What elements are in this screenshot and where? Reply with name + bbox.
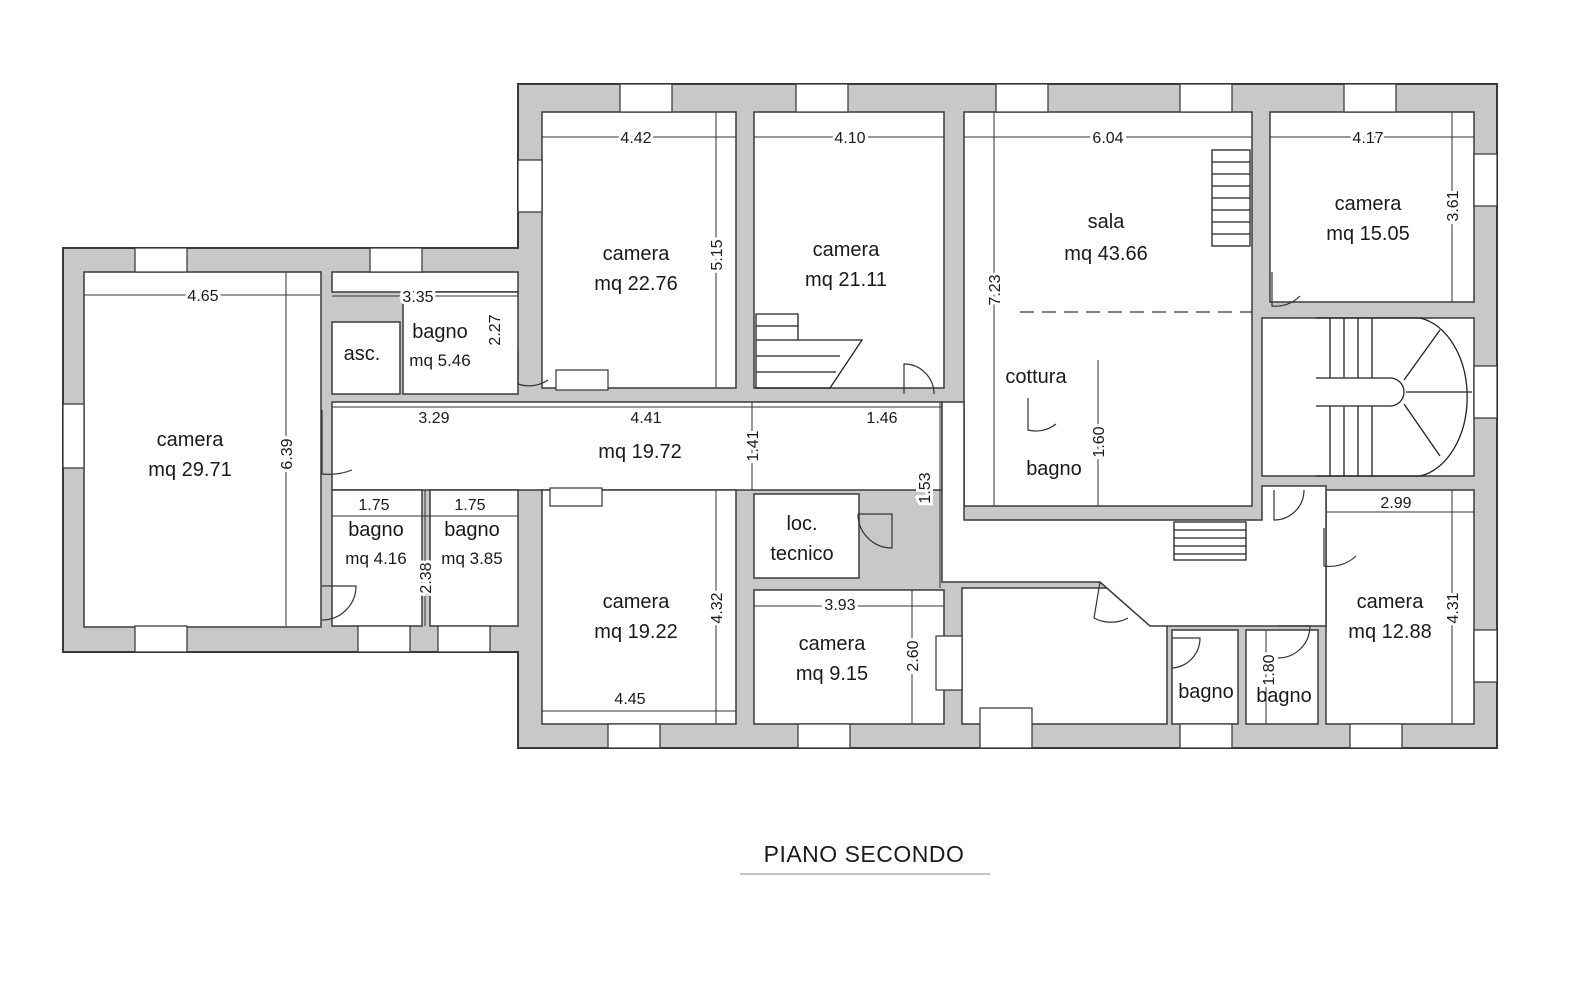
room-area: mq 19.72 <box>598 441 681 463</box>
room-name: camera <box>1357 591 1425 613</box>
room-labels: camera mq 29.71 bagno mq 5.46 asc. camer… <box>148 193 1431 707</box>
room-name: tecnico <box>770 543 833 565</box>
room-name: loc. <box>786 513 817 535</box>
room-area: mq 43.66 <box>1064 243 1147 265</box>
dim-label: 2.27 <box>487 314 504 345</box>
room-area: mq 22.76 <box>594 273 677 295</box>
room-area: mq 3.85 <box>441 549 502 568</box>
room-name: camera <box>799 633 867 655</box>
dim-label: 3.29 <box>418 410 449 427</box>
room-area: mq 5.46 <box>409 351 470 370</box>
room-name: asc. <box>344 343 381 365</box>
dim-label: 4.10 <box>834 130 865 147</box>
room-name: bagno <box>1026 458 1082 480</box>
room-area: mq 29.71 <box>148 459 231 481</box>
room-fills <box>83 111 1475 725</box>
dim-label: 6.04 <box>1092 130 1123 147</box>
stairs-main <box>1316 317 1472 477</box>
room-area: mq 4.16 <box>345 549 406 568</box>
dim-label: 4.45 <box>614 691 645 708</box>
room-name: bagno <box>412 321 468 343</box>
dim-label: 1.75 <box>454 497 485 514</box>
dim-label: 2.60 <box>905 640 922 671</box>
dim-label: 1.41 <box>745 430 762 461</box>
stairs-bottom <box>1173 521 1247 561</box>
dim-label: 4.41 <box>630 410 661 427</box>
dim-label: 4.31 <box>1445 592 1462 623</box>
dimension-labels: 4.65 3.35 4.42 4.10 6.04 4.17 3.29 4.41 … <box>184 127 1465 708</box>
dimension-lines <box>84 112 1474 724</box>
dim-label: 2.38 <box>418 562 435 593</box>
room-area: mq 15.05 <box>1326 223 1409 245</box>
room-area: mq 9.15 <box>796 663 868 685</box>
dim-label: 5.15 <box>709 239 726 270</box>
room-name: camera <box>813 239 881 261</box>
dim-label: 4.17 <box>1352 130 1383 147</box>
room-name: camera <box>157 429 225 451</box>
dim-label: 4.42 <box>620 130 651 147</box>
dim-label: 1.53 <box>917 472 934 503</box>
room-area: mq 19.22 <box>594 621 677 643</box>
room-area: mq 12.88 <box>1348 621 1431 643</box>
doors <box>321 272 1357 669</box>
room-name: cottura <box>1005 366 1067 388</box>
dim-label: 1.46 <box>866 410 897 427</box>
dim-label: 1.60 <box>1091 426 1108 457</box>
room-name: bagno <box>1178 681 1234 703</box>
dim-label: 7.23 <box>987 274 1004 305</box>
stairs-camera <box>755 313 864 389</box>
dim-label: 3.61 <box>1445 190 1462 221</box>
dim-label: 1.80 <box>1261 654 1278 685</box>
stairs-sala <box>1211 149 1251 247</box>
dim-label: 6.39 <box>279 438 296 469</box>
dim-label: 3.93 <box>824 597 855 614</box>
room-name: sala <box>1088 211 1126 233</box>
room-name: camera <box>603 591 671 613</box>
plan-title: PIANO SECONDO <box>764 841 965 867</box>
room-name: camera <box>603 243 671 265</box>
dim-label: 4.65 <box>187 288 218 305</box>
dim-label: 3.35 <box>402 289 433 306</box>
windows <box>62 83 1498 749</box>
room-area: mq 21.11 <box>805 269 887 291</box>
room-name: bagno <box>444 519 500 541</box>
dim-label: 1.75 <box>358 497 389 514</box>
dim-label: 2.99 <box>1380 495 1411 512</box>
room-name: bagno <box>1256 685 1312 707</box>
dim-label: 4.32 <box>709 592 726 623</box>
room-name: camera <box>1335 193 1403 215</box>
room-name: bagno <box>348 519 404 541</box>
